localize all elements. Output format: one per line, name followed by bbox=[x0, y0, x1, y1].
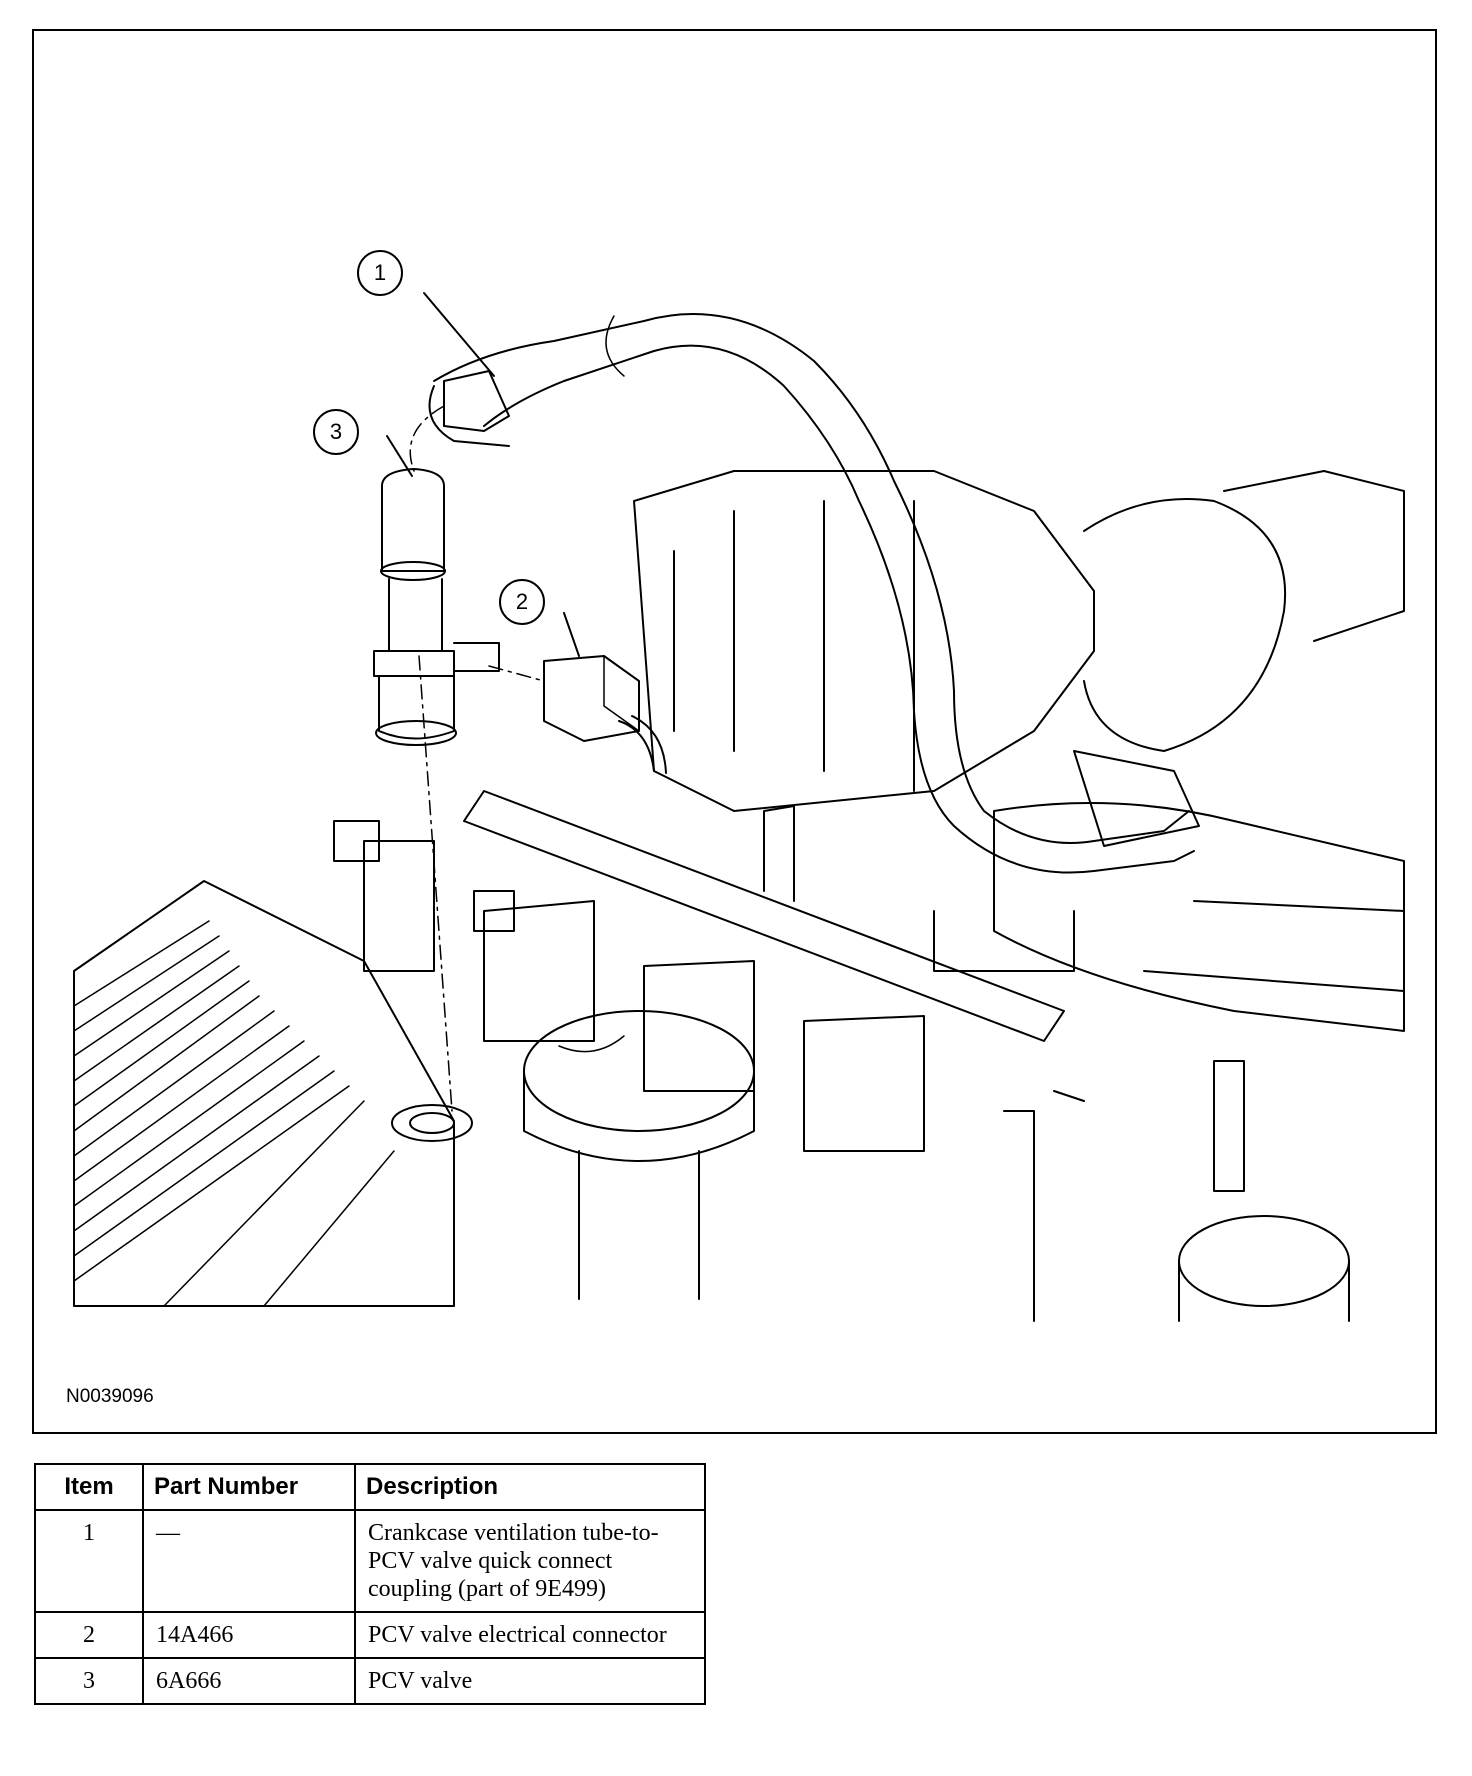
pcv-electrical-connector bbox=[543, 655, 667, 774]
table-row: 1 — Crankcase ventilation tube-to-PCV va… bbox=[34, 1509, 706, 1613]
row-item: 2 bbox=[34, 1611, 144, 1659]
crankcase-ventilation-tube bbox=[428, 313, 1200, 874]
row-part-number: — bbox=[142, 1509, 356, 1613]
header-item: Item bbox=[34, 1463, 144, 1511]
callout-leaders bbox=[386, 292, 580, 657]
table-row: 3 6A666 PCV valve bbox=[34, 1657, 706, 1705]
legend-header-row: Item Part Number Description bbox=[34, 1463, 706, 1511]
header-description: Description bbox=[354, 1463, 706, 1511]
oil-filler-cap bbox=[523, 1010, 755, 1300]
fuel-rail bbox=[463, 790, 1065, 1042]
callout-2: 2 bbox=[499, 579, 545, 625]
row-description: PCV valve electrical connector bbox=[354, 1611, 706, 1659]
ignition-coils bbox=[333, 820, 925, 1152]
pcv-valve bbox=[373, 468, 500, 746]
row-item: 3 bbox=[34, 1657, 144, 1705]
figure-id: N0039096 bbox=[66, 1386, 154, 1407]
alignment-guides bbox=[409, 405, 545, 1112]
row-part-number: 6A666 bbox=[142, 1657, 356, 1705]
row-description: Crankcase ventilation tube-to-PCV valve … bbox=[354, 1509, 706, 1613]
callout-3: 3 bbox=[313, 409, 359, 455]
intake-manifold bbox=[633, 470, 1405, 1032]
engine-illustration-frame: 1 3 2 N0039096 bbox=[32, 29, 1437, 1434]
callout-1: 1 bbox=[357, 250, 403, 296]
header-part-number: Part Number bbox=[142, 1463, 356, 1511]
row-part-number: 14A466 bbox=[142, 1611, 356, 1659]
table-row: 2 14A466 PCV valve electrical connector bbox=[34, 1611, 706, 1659]
valve-cover bbox=[73, 880, 455, 1307]
parts-legend-table: Item Part Number Description 1 — Crankca… bbox=[34, 1463, 706, 1705]
row-item: 1 bbox=[34, 1509, 144, 1613]
engine-component-lower-right bbox=[933, 910, 1350, 1322]
row-description: PCV valve bbox=[354, 1657, 706, 1705]
engine-line-drawing bbox=[73, 292, 1405, 1322]
